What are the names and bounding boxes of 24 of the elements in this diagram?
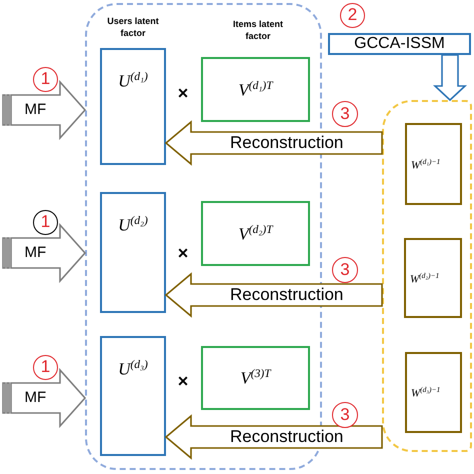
callout-number: 3 [332, 402, 358, 428]
callout-number: 2 [340, 3, 365, 28]
matrix-box: W$^{(d₃)−1}$ [405, 352, 462, 433]
dashed-group-frame [382, 100, 472, 452]
process-box: GCCA-ISSM [328, 33, 471, 55]
matrix-box: V$^{(d₂)T}$ [201, 201, 310, 266]
matrix-box: W$^{(d₁)−1}$ [405, 123, 462, 205]
block-arrow [432, 54, 468, 102]
matrix-box: W$^{(d₂)−1}$ [404, 238, 462, 318]
matrix-box: U$^{(d₂)}$ [100, 192, 166, 313]
matrix-box: U$^{(d₁)}$ [100, 48, 166, 165]
multiply-sign: × [176, 84, 190, 102]
callout-number: 1 [33, 355, 58, 380]
callout-number: 1 [33, 67, 58, 92]
column-heading: Users latent factor [106, 16, 160, 40]
multiply-sign: × [176, 372, 190, 390]
callout-number: 3 [332, 257, 358, 283]
column-heading: Items latent factor [232, 19, 284, 43]
callout-number: 1 [33, 210, 58, 235]
matrix-box: U$^{(d₃)}$ [100, 336, 166, 456]
multiply-sign: × [176, 244, 190, 262]
callout-number: 3 [332, 101, 358, 127]
matrix-box: V$^{(3)T}$ [201, 346, 310, 410]
matrix-box: V$^{(d₁)T}$ [201, 57, 310, 122]
